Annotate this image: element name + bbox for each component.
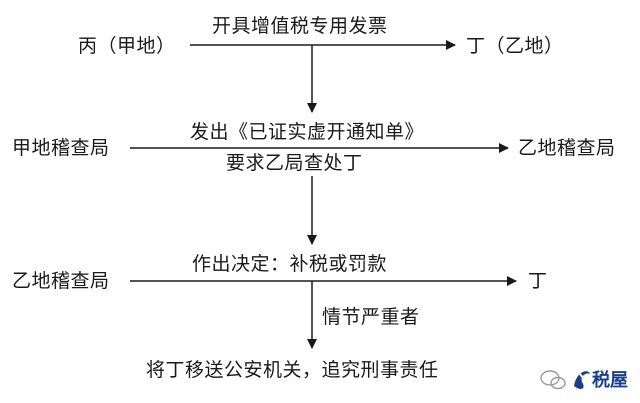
- edge-request-label: 要求乙局查处丁: [226, 152, 363, 174]
- node-ding-yi: 丁（乙地）: [466, 35, 564, 57]
- edge-serious-label: 情节严重者: [322, 306, 420, 328]
- node-yi-bureau-left: 乙地稽查局: [12, 270, 110, 292]
- edge-notice-label: 发出《已证实虚开通知单》: [190, 121, 425, 143]
- node-final: 将丁移送公安机关，追究刑事责任: [146, 359, 439, 381]
- edge-decision-label: 作出决定：补税或罚款: [192, 253, 388, 275]
- wechat-icon: [540, 370, 590, 390]
- node-bing: 丙（甲地）: [78, 35, 176, 57]
- node-jia-bureau: 甲地稽查局: [12, 137, 110, 159]
- logo-text: 税屋: [592, 370, 628, 391]
- edge-invoice-label: 开具增值税专用发票: [212, 15, 388, 37]
- node-yi-bureau-right: 乙地稽查局: [518, 137, 616, 159]
- node-ding: 丁: [528, 270, 548, 292]
